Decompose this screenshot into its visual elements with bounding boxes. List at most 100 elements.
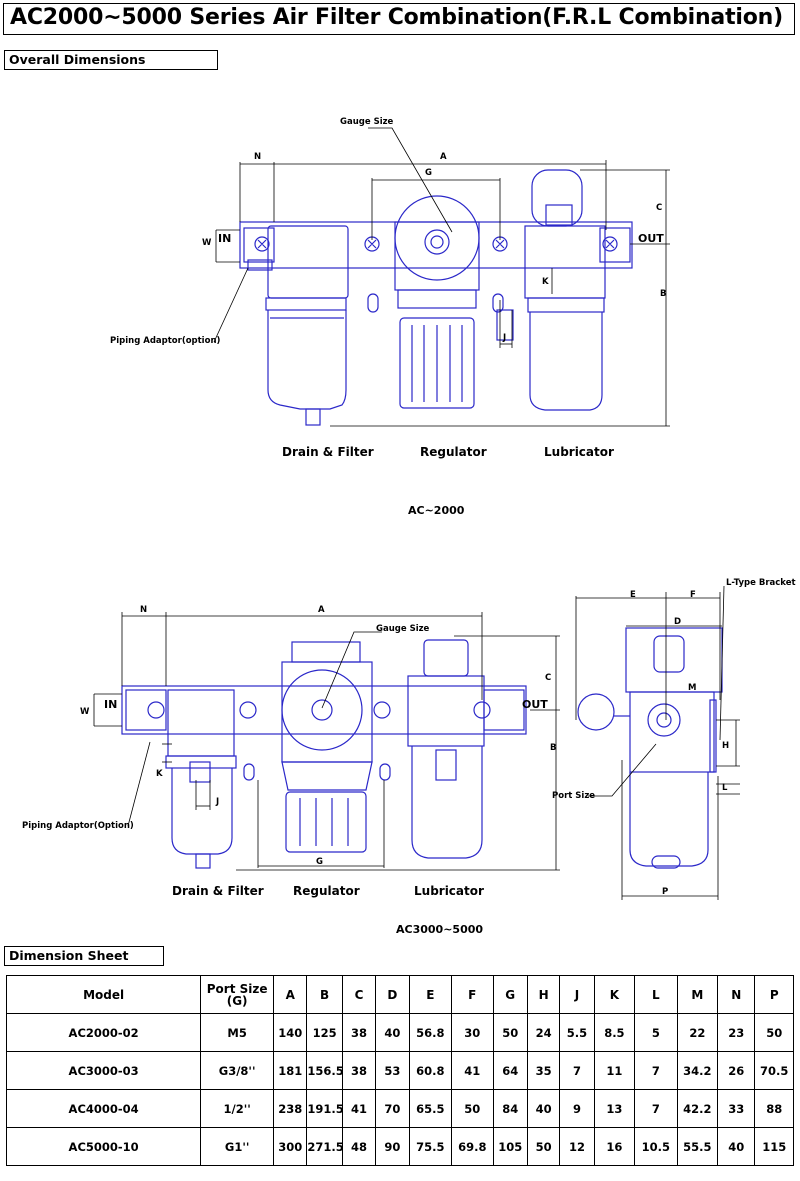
table-cell: 35 bbox=[526, 1051, 561, 1090]
table-cell: 41 bbox=[451, 1051, 494, 1090]
lubricator-bowl-2 bbox=[411, 746, 483, 859]
table-header-cell: N bbox=[717, 975, 756, 1014]
dim-a-label-2: A bbox=[318, 605, 325, 615]
title-box: AC2000~5000 Series Air Filter Combinatio… bbox=[3, 3, 795, 35]
out-label-2: OUT bbox=[522, 698, 548, 711]
dim-p-label: P bbox=[662, 887, 668, 897]
table-cell: 84 bbox=[492, 1089, 528, 1128]
section-dimension-sheet: Dimension Sheet bbox=[4, 946, 164, 966]
regulator-label: Regulator bbox=[420, 445, 487, 459]
table-cell: 38 bbox=[341, 1013, 377, 1052]
table-cell: 125 bbox=[306, 1013, 343, 1052]
dim-e-label: E bbox=[630, 590, 636, 600]
manifold-body-2 bbox=[121, 685, 527, 735]
dim-h-label: H bbox=[722, 741, 729, 751]
table-cell: 271.5 bbox=[306, 1127, 344, 1166]
l-type-bracket bbox=[709, 699, 717, 773]
regulator-knob-2 bbox=[285, 791, 367, 853]
table-cell: 140 bbox=[273, 1013, 308, 1052]
lubricator-label-2: Lubricator bbox=[414, 884, 484, 898]
table-cell: 90 bbox=[375, 1127, 410, 1166]
table-cell: 33 bbox=[717, 1089, 756, 1128]
table-cell: M5 bbox=[200, 1013, 275, 1052]
piping-adaptor-label: Piping Adaptor(option) bbox=[110, 336, 220, 346]
table-cell: 30 bbox=[451, 1013, 494, 1052]
section-title: Overall Dimensions bbox=[9, 52, 146, 67]
table-cell: 56.8 bbox=[408, 1013, 453, 1052]
table-header-cell: E bbox=[408, 975, 453, 1014]
dim-d-label: D bbox=[674, 617, 681, 627]
in-label: IN bbox=[218, 232, 231, 245]
table-cell: 191.5 bbox=[306, 1089, 344, 1128]
dim-n-label: N bbox=[254, 152, 261, 162]
table-cell: 24 bbox=[526, 1013, 561, 1052]
table-cell: 69.8 bbox=[451, 1127, 494, 1166]
table-cell: AC2000-02 bbox=[5, 1013, 202, 1052]
table-cell: 70.5 bbox=[754, 1051, 794, 1090]
table-cell: 10.5 bbox=[634, 1127, 678, 1166]
table-cell: 300 bbox=[273, 1127, 308, 1166]
table-cell: 5 bbox=[634, 1013, 678, 1052]
table-header-cell: P bbox=[754, 975, 794, 1014]
regulator-knob bbox=[399, 317, 475, 409]
table-cell: AC5000-10 bbox=[5, 1127, 202, 1166]
table-cell: 88 bbox=[754, 1089, 794, 1128]
table-cell: 7 bbox=[634, 1051, 678, 1090]
table-cell: 7 bbox=[559, 1051, 595, 1090]
table-cell: 5.5 bbox=[559, 1013, 595, 1052]
diagram1-caption: AC~2000 bbox=[408, 504, 465, 517]
table-cell: 22 bbox=[676, 1013, 719, 1052]
table-cell: 40 bbox=[526, 1089, 561, 1128]
table-cell: 50 bbox=[451, 1089, 494, 1128]
gauge-size-label: Gauge Size bbox=[340, 117, 394, 127]
table-cell: 23 bbox=[717, 1013, 756, 1052]
page-title: AC2000~5000 Series Air Filter Combinatio… bbox=[10, 5, 783, 30]
table-header-cell: Port Size (G) bbox=[200, 975, 275, 1014]
dim-b-label: B bbox=[660, 289, 666, 299]
dim-n-label-2: N bbox=[140, 605, 147, 615]
regulator-gauge-2 bbox=[281, 669, 363, 751]
dim-k-label: K bbox=[542, 277, 549, 287]
table-header-cell: M bbox=[676, 975, 719, 1014]
lubricator-cap-2 bbox=[423, 639, 469, 677]
table-header-cell: A bbox=[273, 975, 308, 1014]
table-cell: G1'' bbox=[200, 1127, 275, 1166]
table-cell: 48 bbox=[341, 1127, 377, 1166]
dim-w-label-2: W bbox=[80, 707, 90, 717]
table-cell: 181 bbox=[273, 1051, 308, 1090]
table-header-cell: K bbox=[593, 975, 636, 1014]
table-cell: 70 bbox=[375, 1089, 410, 1128]
table-cell: AC3000-03 bbox=[5, 1051, 202, 1090]
dim-j-label: J bbox=[502, 333, 506, 343]
table-cell: 34.2 bbox=[676, 1051, 719, 1090]
dim-a-label: A bbox=[440, 152, 447, 162]
table-cell: 9 bbox=[559, 1089, 595, 1128]
table-cell: 50 bbox=[492, 1013, 528, 1052]
table-cell: 40 bbox=[375, 1013, 410, 1052]
table-cell: 60.8 bbox=[408, 1051, 453, 1090]
table-cell: 64 bbox=[492, 1051, 528, 1090]
dim-j-label-2: J bbox=[215, 797, 219, 807]
table-cell: 8.5 bbox=[593, 1013, 636, 1052]
dim-w-label: W bbox=[202, 238, 212, 248]
dim-f-label: F bbox=[690, 590, 696, 600]
dim-g-label: G bbox=[425, 168, 432, 178]
diagram2-caption: AC3000~5000 bbox=[396, 923, 483, 936]
dim-k-label-2: K bbox=[156, 769, 163, 779]
table-cell: AC4000-04 bbox=[5, 1089, 202, 1128]
section-title: Dimension Sheet bbox=[9, 948, 129, 963]
table-cell: 38 bbox=[341, 1051, 377, 1090]
table-cell: 238 bbox=[273, 1089, 308, 1128]
filter-head bbox=[267, 225, 349, 299]
table-cell: 55.5 bbox=[676, 1127, 719, 1166]
diagram-ac2000: Gauge Size N A G C W IN OUT K B J Piping… bbox=[110, 117, 670, 517]
table-cell: 7 bbox=[634, 1089, 678, 1128]
dim-l-label: L bbox=[722, 783, 728, 793]
table-cell: 105 bbox=[492, 1127, 528, 1166]
table-cell: 1/2'' bbox=[200, 1089, 275, 1128]
table-cell: 16 bbox=[593, 1127, 636, 1166]
table-cell: 50 bbox=[754, 1013, 794, 1052]
